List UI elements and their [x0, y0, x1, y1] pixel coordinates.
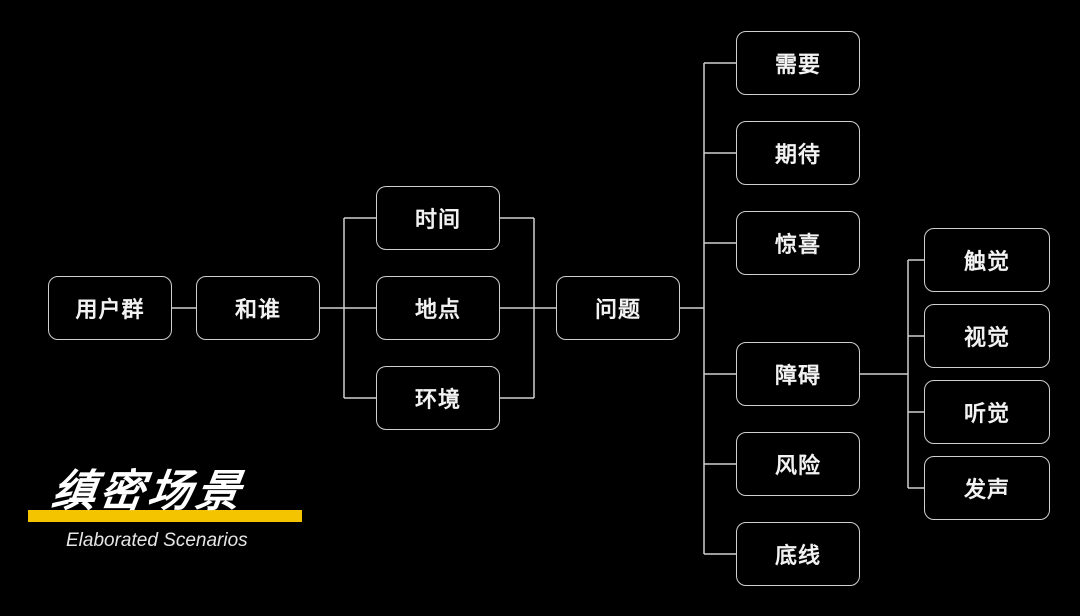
- node-environment: 环境: [376, 366, 500, 430]
- node-place: 地点: [376, 276, 500, 340]
- node-time: 时间: [376, 186, 500, 250]
- node-hearing: 听觉: [924, 380, 1050, 444]
- brand-accent-bar: [28, 510, 302, 522]
- node-touch: 触觉: [924, 228, 1050, 292]
- node-bottom-line: 底线: [736, 522, 860, 586]
- node-vision: 视觉: [924, 304, 1050, 368]
- brand-title: 缜密场景: [48, 466, 248, 517]
- brand-block: 缜密场景 Elaborated Scenarios: [28, 462, 318, 562]
- node-with-whom: 和谁: [196, 276, 320, 340]
- node-issue: 问题: [556, 276, 680, 340]
- node-surprise: 惊喜: [736, 211, 860, 275]
- node-barrier: 障碍: [736, 342, 860, 406]
- node-risk: 风险: [736, 432, 860, 496]
- node-expectation: 期待: [736, 121, 860, 185]
- node-need: 需要: [736, 31, 860, 95]
- node-user-group: 用户群: [48, 276, 172, 340]
- brand-subtitle: Elaborated Scenarios: [66, 530, 248, 551]
- node-voice: 发声: [924, 456, 1050, 520]
